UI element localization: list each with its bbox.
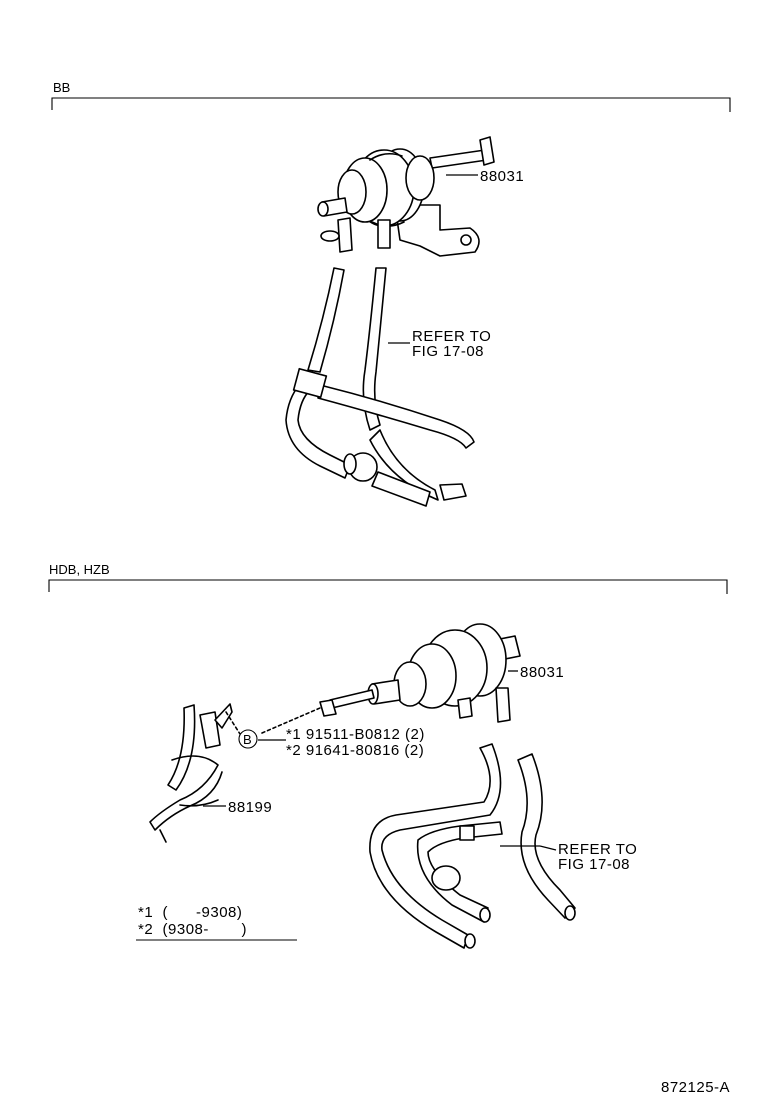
applicability-notes: *1 ( -9308) *2 (9308- )	[136, 904, 297, 941]
section-hdb-hzb: HDB, HZB B	[48, 562, 728, 949]
part-number-88031-bottom: 88031	[520, 664, 564, 681]
refer-to-label-bottom: REFER TO	[558, 841, 637, 858]
hoses-top	[285, 267, 475, 507]
callout-leader-left	[225, 711, 241, 735]
fastener-1-label: *1 91511-B0812 (2)	[286, 726, 425, 743]
figure-id: 872125-A	[661, 1079, 730, 1096]
fastener-2-label: *2 91641-80816 (2)	[286, 742, 424, 759]
fig-reference-bottom: FIG 17-08	[558, 856, 630, 873]
actuator-88031-bottom	[319, 623, 521, 723]
section-header-bb: BB	[53, 80, 70, 95]
actuator-88031-top	[317, 136, 495, 257]
leader-refer-bottom-b	[539, 845, 557, 851]
bracket-88199	[149, 703, 233, 843]
section-bracket-hdb-hzb	[48, 579, 728, 594]
section-bb: BB	[51, 80, 731, 507]
note-2: *2 (9308- )	[138, 921, 247, 938]
hoses-bottom	[369, 743, 576, 949]
fig-reference-top: FIG 17-08	[412, 343, 484, 360]
refer-to-label-top: REFER TO	[412, 328, 491, 345]
callout-circle-b	[238, 729, 258, 749]
callout-leader-right	[261, 707, 321, 734]
callout-b-label: B	[243, 732, 252, 747]
part-number-88031-top: 88031	[480, 168, 524, 185]
section-bracket-bb	[51, 97, 731, 112]
note-1: *1 ( -9308)	[138, 904, 242, 921]
section-header-hdb-hzb: HDB, HZB	[49, 562, 110, 577]
part-number-88199: 88199	[228, 799, 272, 816]
